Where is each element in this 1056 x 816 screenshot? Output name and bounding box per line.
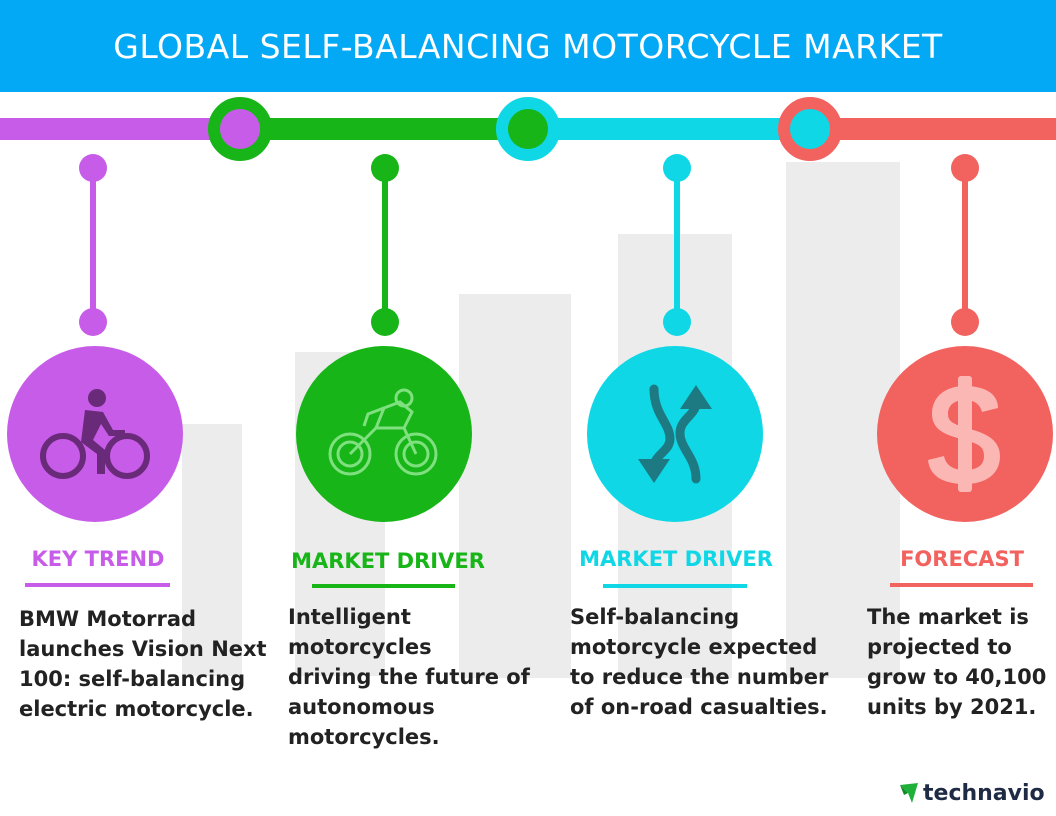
technavio-logo: technavio [898, 778, 1045, 808]
curved-arrows-icon [638, 384, 712, 484]
stem-line [90, 168, 96, 322]
technavio-logo-mark-icon [900, 783, 918, 803]
page-title: GLOBAL SELF-BALANCING MOTORCYCLE MARKET [113, 26, 943, 66]
background-bar-1 [182, 424, 242, 676]
timeline-segment-red [810, 118, 1056, 140]
stem-bottom-dot [79, 308, 107, 336]
label-underline-key-trend [25, 583, 170, 587]
timeline-ring-green [208, 97, 272, 161]
stem-bottom-dot [371, 308, 399, 336]
dollar-icon [928, 376, 1000, 492]
header-banner: GLOBAL SELF-BALANCING MOTORCYCLE MARKET [0, 0, 1056, 92]
icon-circle-key-trend [7, 346, 183, 522]
label-market-driver-2: MARKET DRIVER [579, 547, 773, 571]
timeline-ring-cyan [496, 97, 560, 161]
label-market-driver-1: MARKET DRIVER [291, 549, 485, 573]
timeline-segment-purple [0, 118, 240, 140]
description-market-driver-2: Self-balancing motorcycle expected to re… [570, 605, 829, 719]
description-forecast: The market is projected to grow to 40,10… [867, 605, 1047, 719]
robot-rider-icon [328, 388, 438, 476]
label-underline-market-driver-1 [312, 584, 455, 588]
stem-bottom-dot [951, 308, 979, 336]
description-key-trend: BMW Motorrad launches Vision Next 100: s… [19, 607, 267, 721]
logo-text: technavio [923, 780, 1045, 806]
icon-circle-forecast [877, 346, 1053, 522]
timeline-segment-green [240, 118, 528, 140]
icon-circle-market-driver-2 [587, 346, 763, 522]
timeline-ring-red [778, 97, 842, 161]
background-bar-3 [459, 294, 571, 678]
icon-circle-market-driver-1 [296, 346, 472, 522]
description-market-driver-1: Intelligent motorcycles driving the futu… [288, 605, 530, 749]
label-underline-market-driver-2 [603, 584, 747, 588]
label-key-trend: KEY TREND [31, 547, 165, 571]
stem-line [382, 168, 388, 322]
stem-line [962, 168, 968, 322]
cyclist-icon [40, 389, 150, 479]
stem-line [674, 168, 680, 322]
stem-bottom-dot [663, 308, 691, 336]
label-underline-forecast [890, 583, 1033, 587]
label-forecast: FORECAST [900, 547, 1024, 571]
timeline-segment-cyan [528, 118, 810, 140]
